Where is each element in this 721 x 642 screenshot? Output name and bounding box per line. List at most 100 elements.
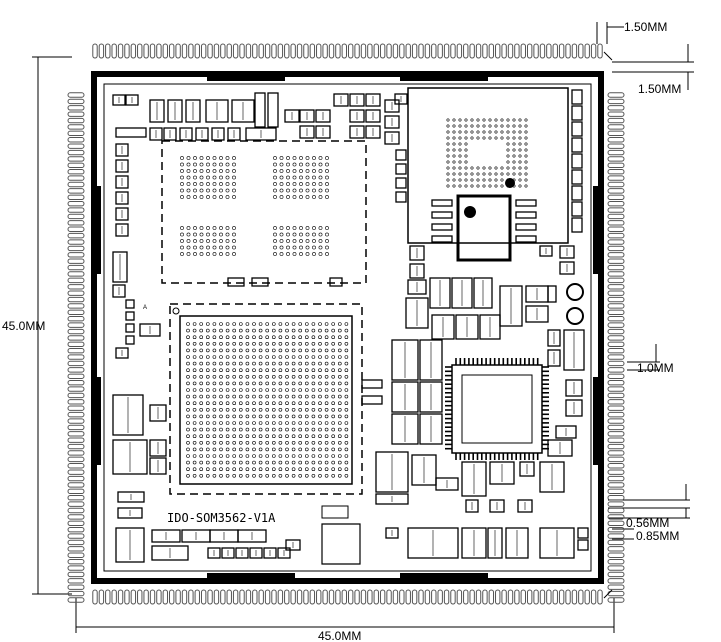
ball-pad — [292, 169, 297, 173]
ball-pad — [500, 130, 504, 134]
ball-pad — [206, 195, 210, 199]
ball-pad — [446, 172, 450, 176]
ball-pad — [292, 195, 297, 199]
ball-pad — [291, 467, 296, 472]
ball-pad — [344, 407, 349, 412]
ball-pad — [278, 414, 283, 419]
edge-pad — [188, 43, 194, 59]
ball-pad — [245, 355, 250, 359]
ball-pad — [286, 182, 290, 186]
ball-pad — [212, 454, 217, 458]
ball-pad — [199, 355, 203, 359]
ball-pad — [512, 136, 516, 140]
edge-pad — [67, 200, 85, 207]
ball-pad — [271, 374, 276, 379]
ball-pad — [318, 341, 322, 346]
ball-pad — [458, 160, 462, 164]
smd-component — [517, 499, 533, 513]
edge-pad — [507, 43, 514, 59]
ball-pad — [212, 239, 217, 243]
smd-component — [559, 245, 575, 259]
edge-pad — [67, 565, 85, 571]
ball-pad — [488, 130, 492, 134]
edge-pad — [130, 589, 137, 605]
edge-pad — [117, 43, 124, 59]
ball-pad — [470, 118, 474, 122]
ball-pad — [298, 368, 303, 373]
smd-component — [167, 99, 183, 123]
ball-pad — [318, 434, 322, 439]
ball-pad — [324, 440, 329, 445]
ball-pad — [279, 252, 284, 256]
ball-pad — [271, 467, 276, 472]
edge-pad — [607, 188, 625, 194]
edge-pad — [67, 431, 85, 437]
edge-pad — [252, 589, 258, 605]
ball-pad — [298, 361, 303, 366]
edge-pad — [584, 43, 590, 59]
ball-pad — [311, 348, 316, 353]
ball-pad — [180, 156, 184, 160]
smd-component — [149, 457, 167, 475]
corner-chamfer — [603, 51, 613, 61]
edge-pad — [175, 589, 181, 605]
soc-pin1-marker — [172, 307, 180, 315]
ball-pad — [291, 335, 296, 340]
edge-pad — [571, 43, 578, 59]
edge-pad — [67, 98, 85, 105]
smd-component — [125, 299, 135, 309]
ball-pad — [304, 473, 309, 478]
ball-pad — [324, 341, 329, 346]
ball-pad — [344, 421, 349, 425]
ball-pad — [225, 440, 230, 445]
edge-pad — [607, 360, 625, 367]
ball-pad — [292, 252, 297, 256]
ball-pad — [337, 427, 342, 432]
ball-pad — [271, 361, 276, 366]
ball-pad — [219, 434, 223, 439]
smd-component — [547, 329, 561, 347]
edge-pad — [482, 589, 488, 605]
smd-component — [365, 109, 381, 123]
smd-component — [571, 121, 583, 137]
ball-pad — [291, 421, 296, 425]
ball-pad — [278, 335, 283, 340]
ball-pad — [199, 427, 203, 432]
edge-pad — [303, 43, 309, 59]
ball-pad — [180, 239, 184, 243]
ball-pad — [470, 184, 474, 188]
ball-pad — [225, 467, 230, 472]
ball-pad — [180, 182, 184, 186]
ball-pad — [239, 447, 243, 452]
ball-pad — [180, 162, 184, 167]
ball-pad — [186, 348, 190, 353]
ball-pad — [325, 232, 329, 237]
ball-pad — [245, 322, 250, 326]
edge-pad — [341, 589, 348, 605]
ball-pad — [524, 166, 528, 170]
edge-pad — [67, 584, 85, 590]
edge-pad — [607, 207, 625, 213]
ball-pad — [331, 335, 336, 340]
edge-pad — [607, 533, 625, 539]
ball-pad — [180, 175, 184, 180]
edge-pad — [156, 43, 162, 59]
edge-pad — [67, 252, 85, 258]
edge-pad — [143, 43, 149, 59]
ball-pad — [506, 136, 510, 140]
edge-pad — [607, 277, 625, 284]
edge-pad — [207, 589, 213, 605]
edge-pad — [360, 43, 367, 59]
ball-pad — [193, 182, 197, 186]
ball-pad — [265, 348, 270, 353]
ball-pad — [344, 328, 349, 333]
edge-pad — [137, 43, 143, 59]
ball-pad — [192, 368, 197, 373]
ball-pad — [232, 335, 236, 340]
ball-pad — [278, 434, 283, 439]
ball-pad — [337, 454, 342, 458]
ball-pad — [452, 160, 456, 164]
edge-pad — [607, 526, 625, 533]
ball-pad — [193, 232, 197, 237]
ball-pad — [311, 454, 316, 458]
